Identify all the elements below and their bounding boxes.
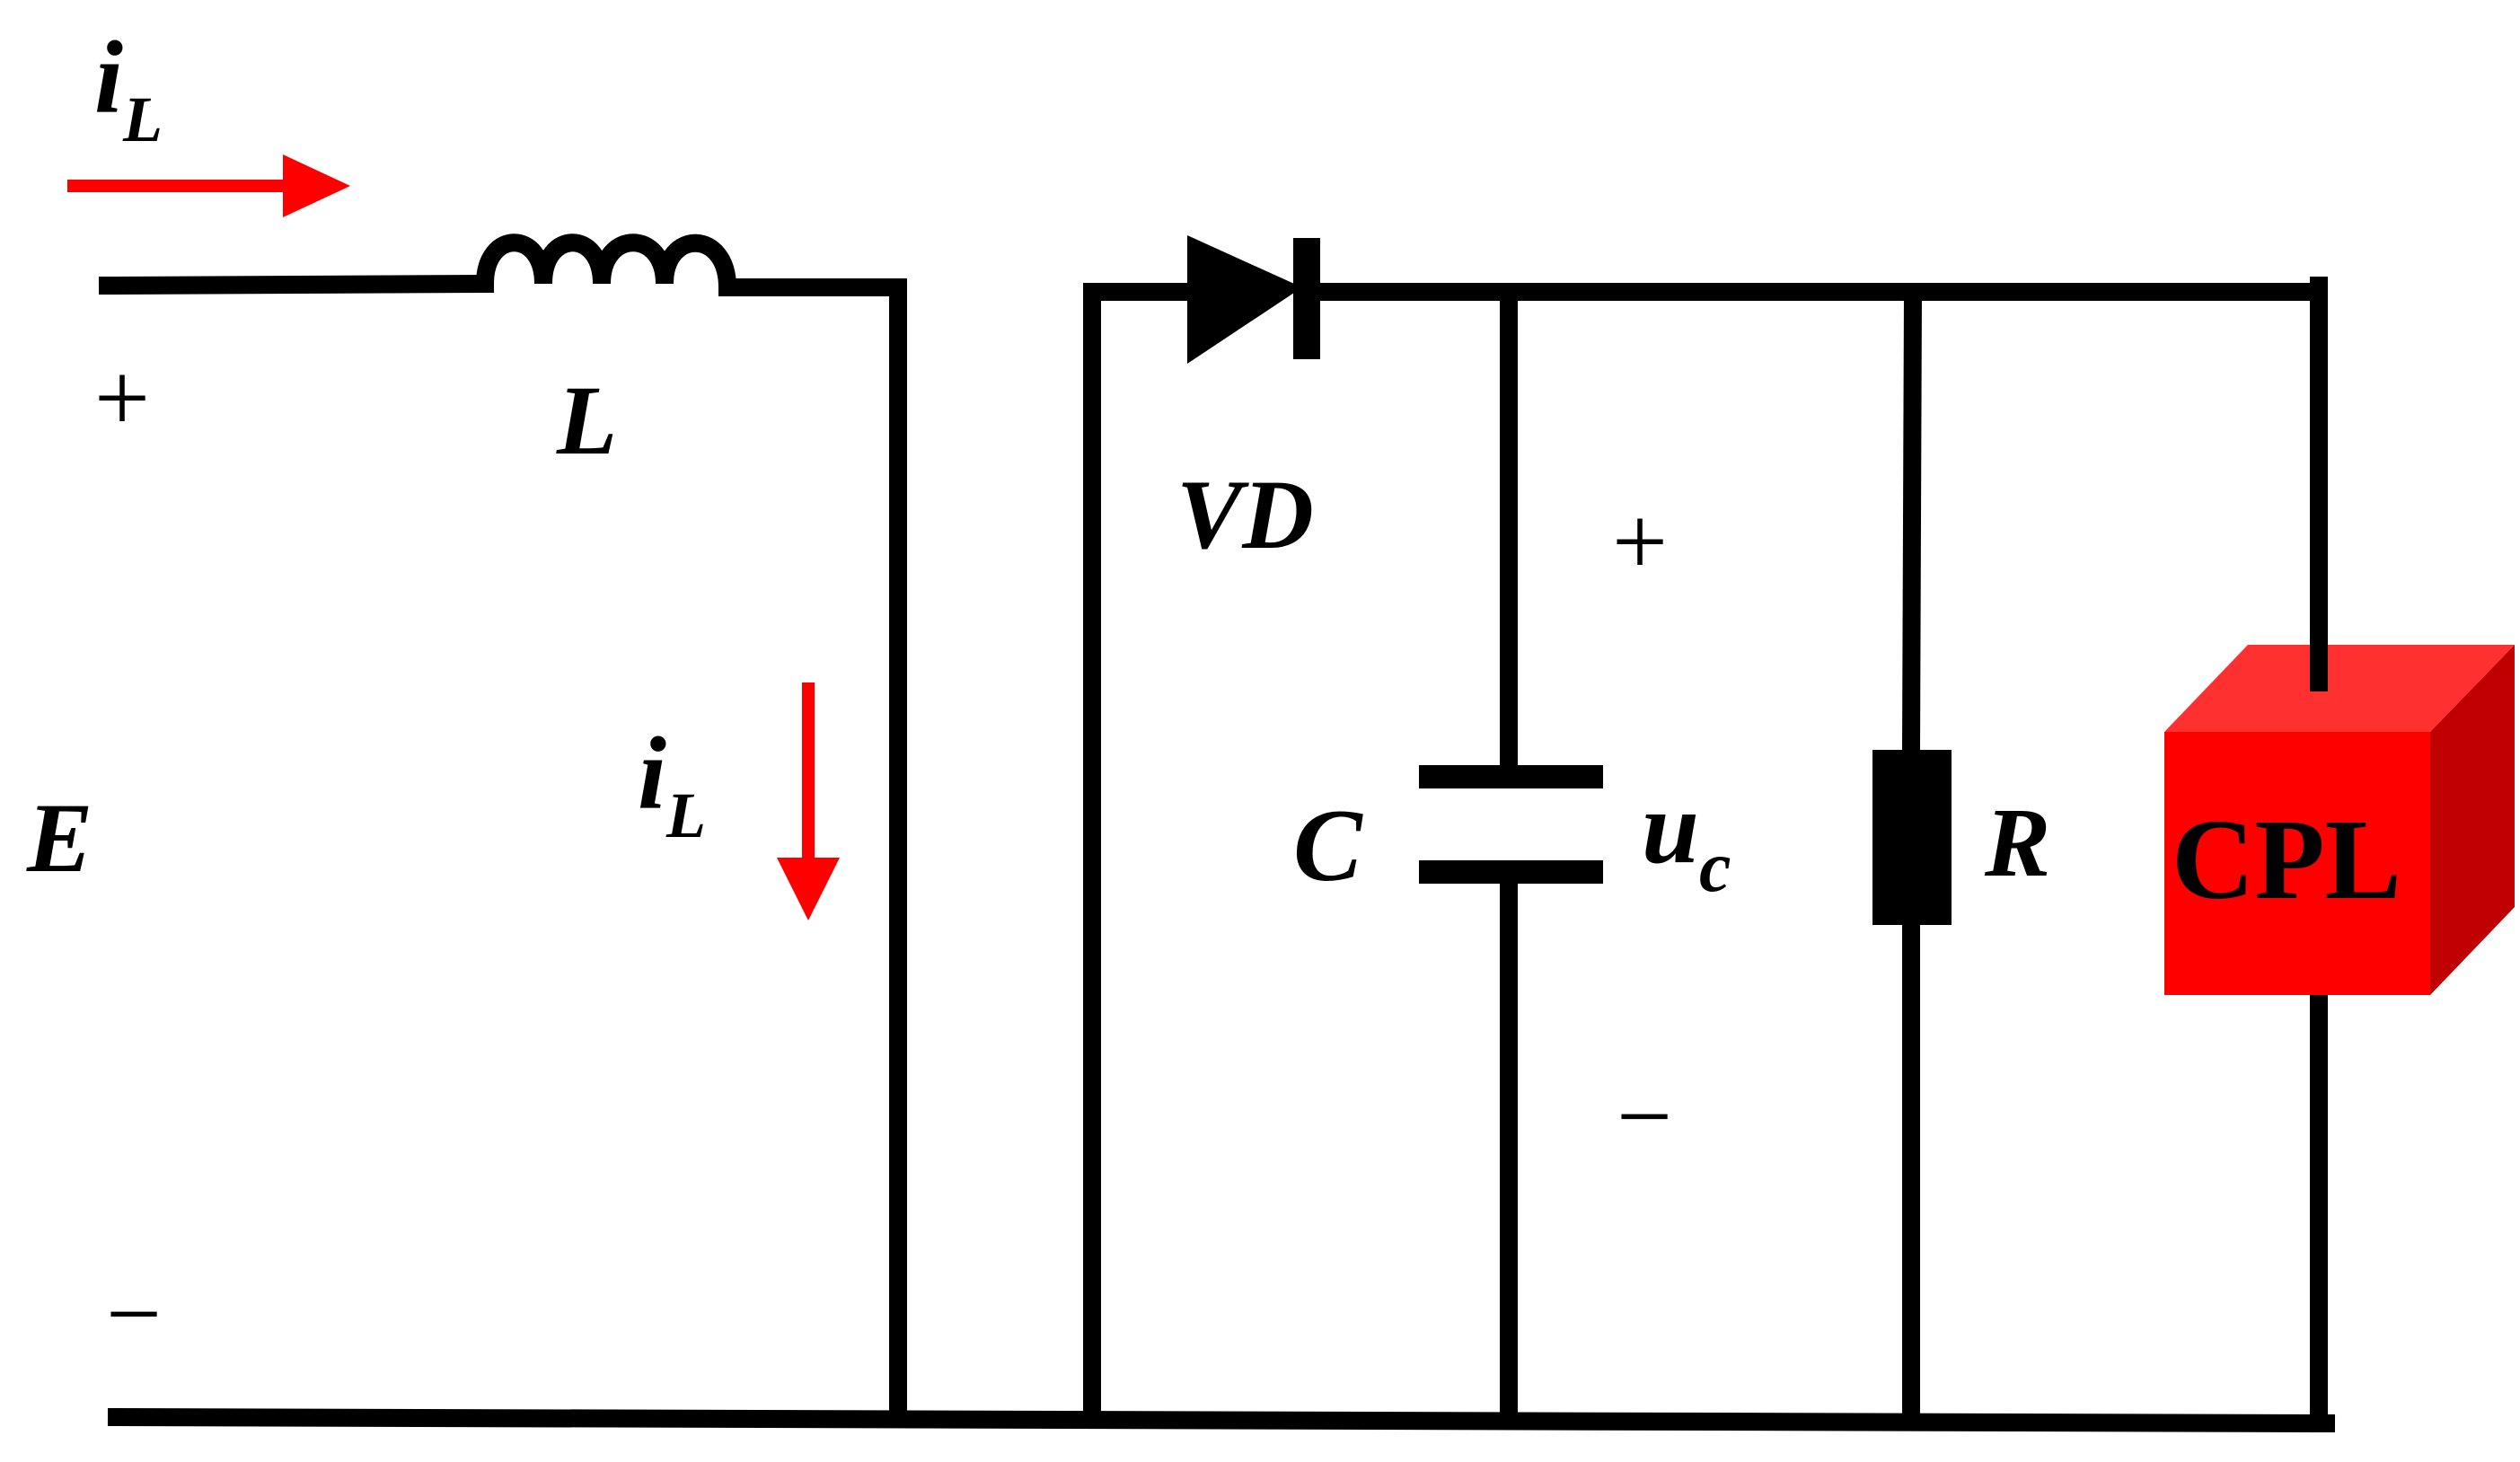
- output-minus-sign: −: [1617, 1061, 1672, 1171]
- capacitor-branch: [1419, 283, 1603, 1428]
- inductor-current-top-subscript: L: [122, 84, 163, 155]
- inductor-current-side-symbol: i: [638, 717, 666, 831]
- output-plus-sign: +: [1612, 487, 1668, 596]
- current-arrow-side: [777, 683, 840, 920]
- diode-label: VD: [1176, 460, 1314, 569]
- capacitor-label: C: [1293, 788, 1363, 903]
- inductor-current-side-subscript: L: [665, 779, 706, 851]
- source-plus-sign: +: [94, 343, 150, 453]
- cap-voltage-label: uc: [1642, 771, 1731, 907]
- diode-branch-wire: [1083, 283, 1203, 1428]
- inductor-coil: [475, 233, 737, 297]
- inductor-current-top-label: iL: [94, 21, 163, 155]
- inductor-label: L: [556, 366, 617, 475]
- source-minus-sign: −: [106, 1259, 162, 1369]
- wire-inductor-to-switch: [718, 278, 907, 1428]
- current-arrow-top: [67, 154, 350, 217]
- diode-symbol: [1187, 235, 1320, 364]
- inductor-current-side-label: iL: [638, 717, 706, 851]
- cap-voltage-symbol: u: [1642, 771, 1699, 885]
- inductor-current-top-symbol: i: [94, 21, 123, 135]
- ground-wire: [107, 1407, 2336, 1433]
- cpl-label: CPL: [2172, 796, 2401, 923]
- resistor-label: R: [1984, 788, 2050, 897]
- cap-voltage-subscript: c: [1699, 828, 1731, 907]
- resistor-branch: [1872, 282, 1952, 1430]
- input-wire: [98, 274, 495, 295]
- source-label: E: [26, 783, 93, 893]
- cpl-block: [2164, 636, 2515, 995]
